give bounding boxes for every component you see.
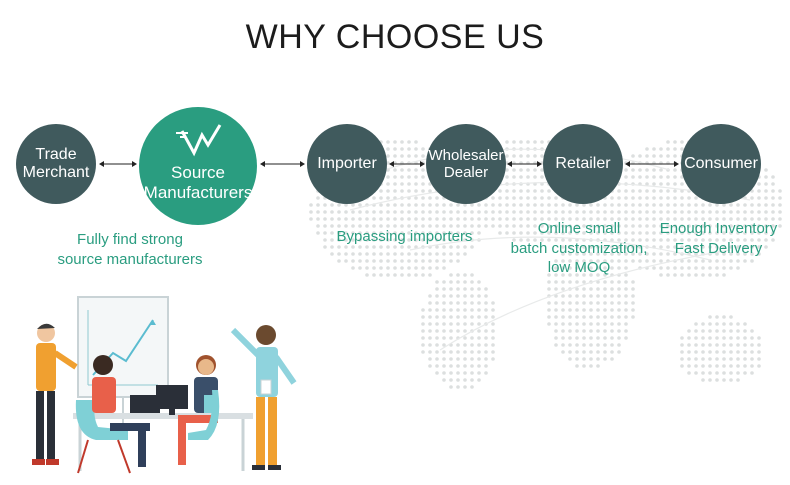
node-label: Wholesaler Dealer [428,146,504,181]
team-illustration-icon [32,296,297,474]
double-arrow-icon [625,161,679,167]
node-retailer: Retailer [543,124,623,204]
caption-importer: Bypassing importers [336,228,473,245]
caption-consumer: Enough Inventory Fast Delivery [659,220,778,257]
node-trade-merchant: Trade Merchant [16,124,96,204]
logo-icon [176,124,222,157]
node-source-manufacturers: Source Manufacturers [139,107,257,225]
caption-source: Fully find strong source manufacturers [57,231,203,268]
node-wholesaler-dealer: Wholesaler Dealer [426,124,506,204]
double-arrow-icon [389,161,425,167]
node-label: Retailer [555,154,611,172]
node-label: Consumer [684,154,758,172]
node-consumer: Consumer [681,124,761,204]
double-arrow-icon [260,161,305,167]
node-importer: Importer [307,124,387,204]
page-title: WHY CHOOSE US [245,18,545,56]
double-arrow-icon [507,161,542,167]
caption-retailer: Online small batch customization, low MO… [510,220,648,276]
node-label: Importer [317,154,377,172]
double-arrow-icon [99,161,137,167]
node-label: Source Manufacturers [143,163,253,202]
node-label: Trade Merchant [22,145,90,181]
